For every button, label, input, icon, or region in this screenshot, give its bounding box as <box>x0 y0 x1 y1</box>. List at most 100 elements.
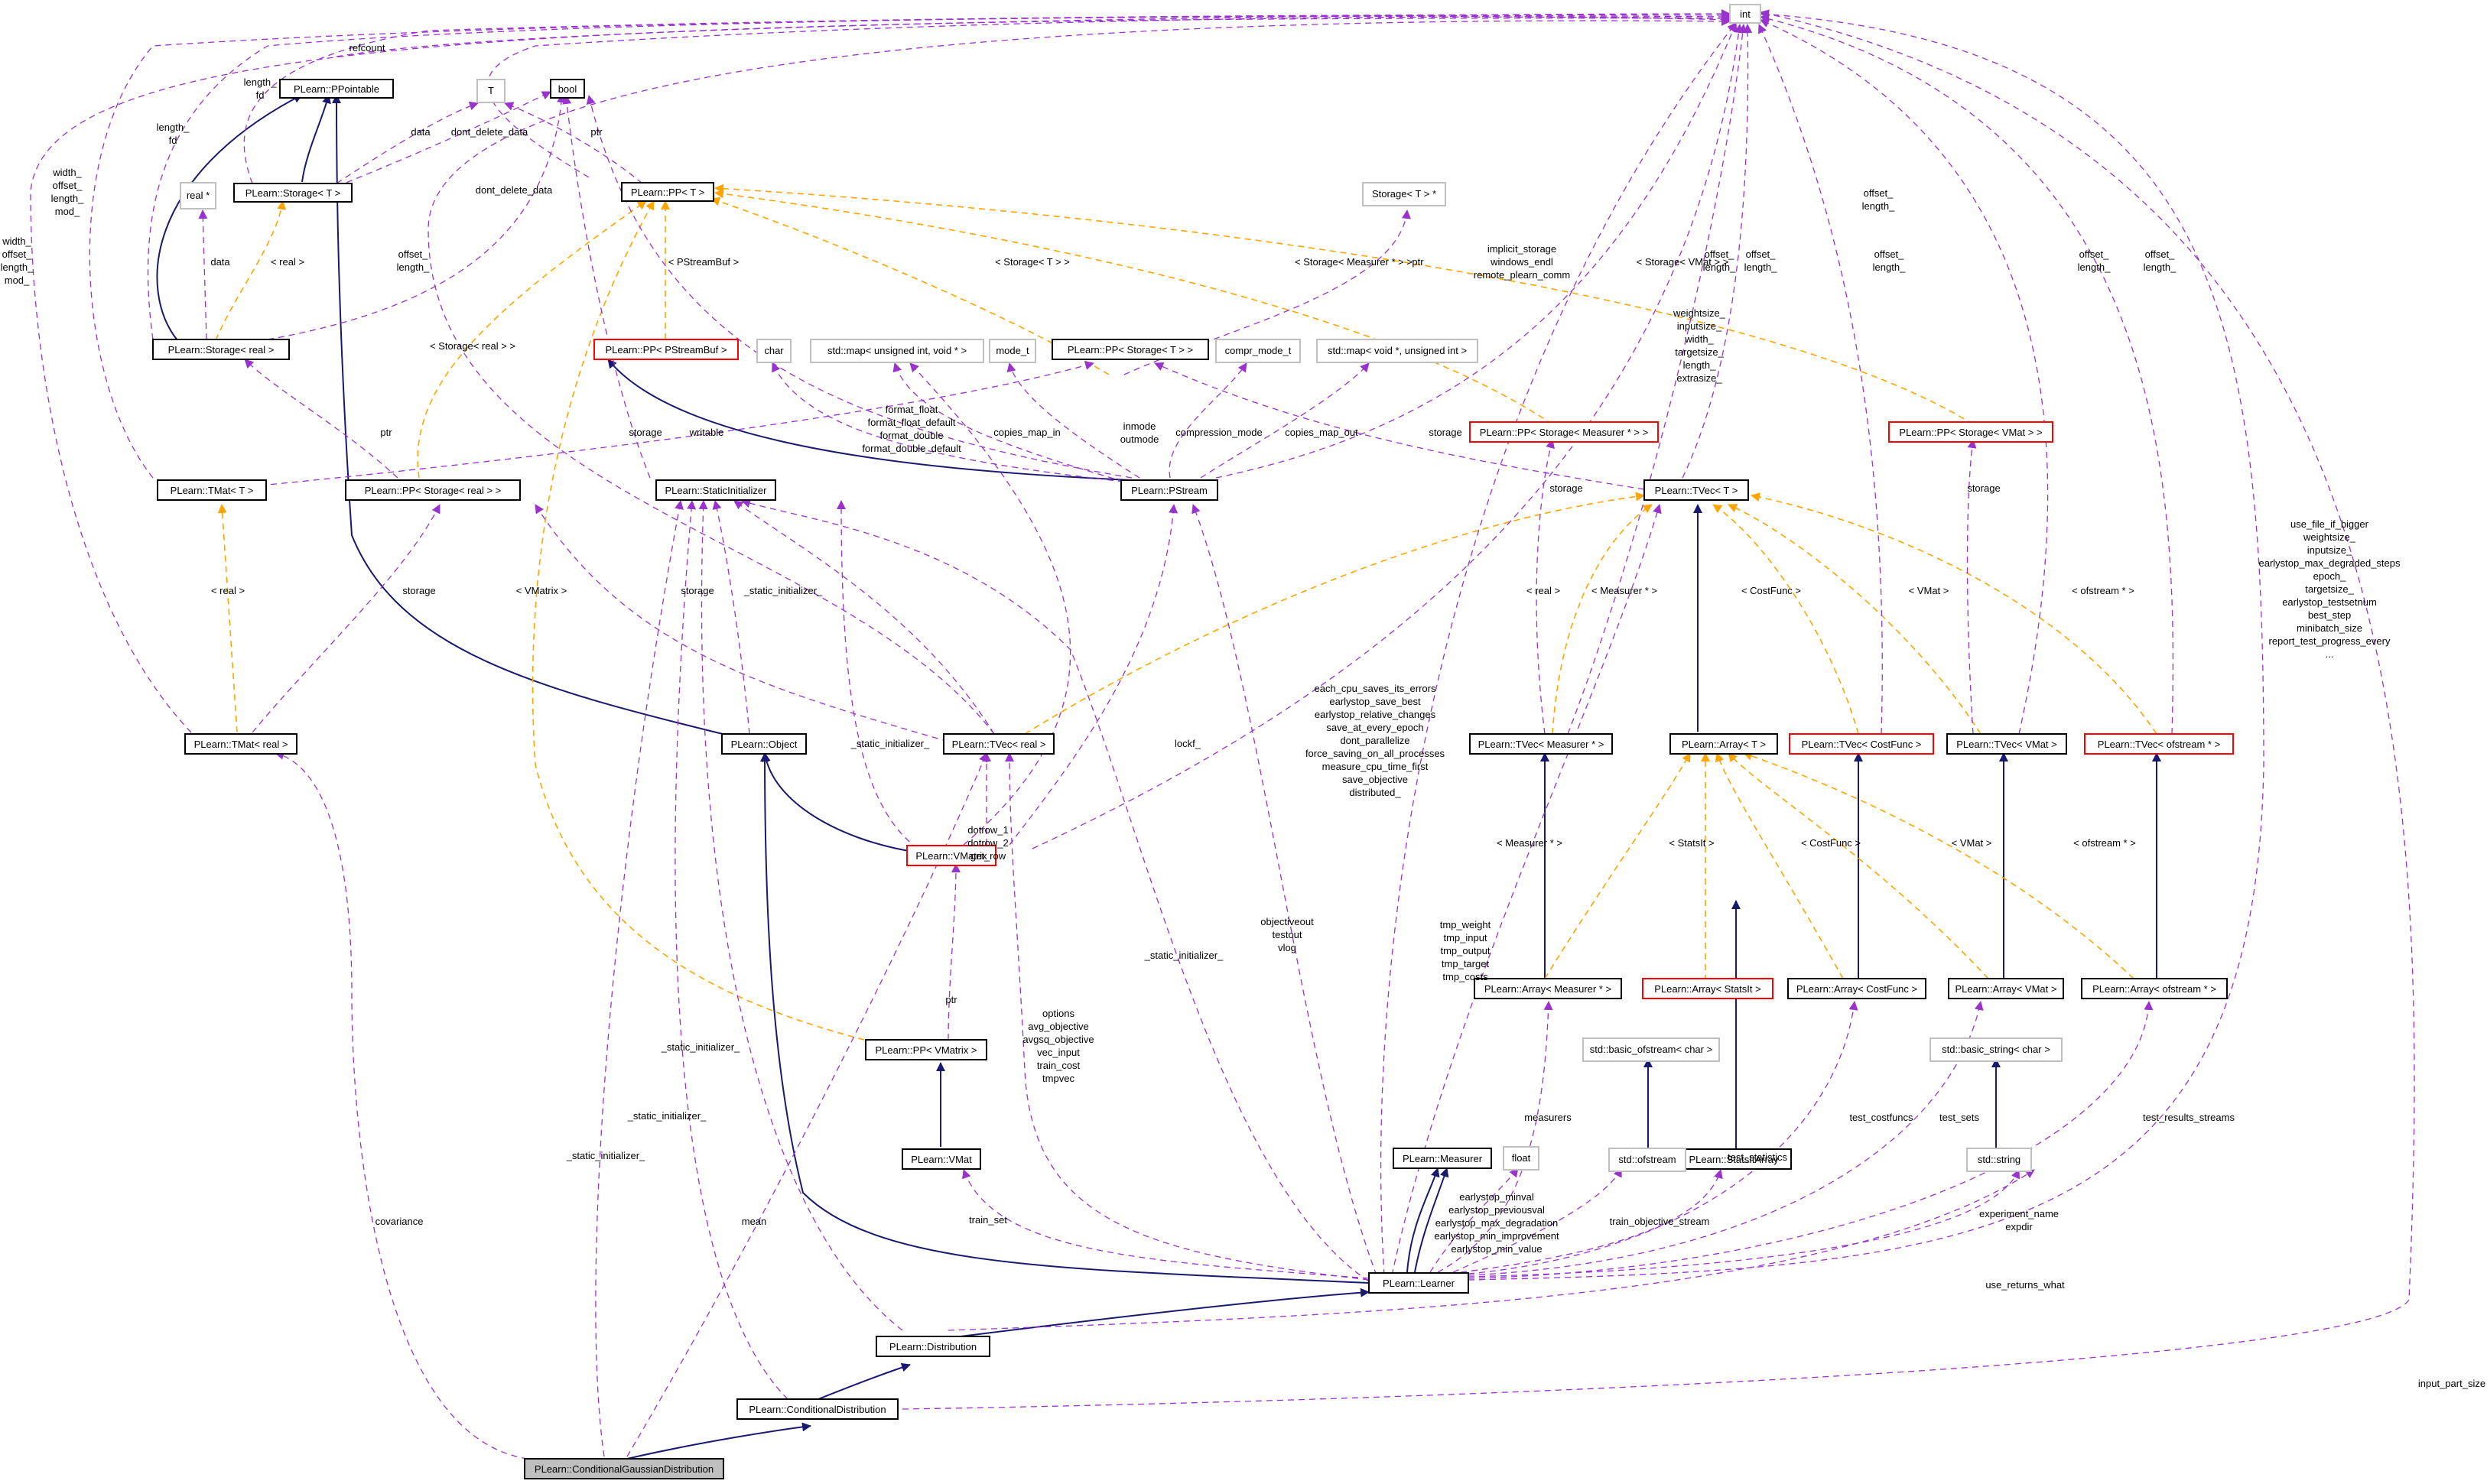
node-arrayCostFunc[interactable]: PLearn::Array< CostFunc > <box>1787 978 1926 999</box>
node-realptr[interactable]: real * <box>180 182 216 209</box>
node-char[interactable]: char <box>756 339 792 363</box>
node-float[interactable]: float <box>1503 1146 1539 1171</box>
node-arrayOfstream[interactable]: PLearn::Array< ofstream * > <box>2081 978 2228 999</box>
node-vmatrix[interactable]: PLearn::VMatrix <box>906 845 996 866</box>
node-distribution[interactable]: PLearn::Distribution <box>876 1336 990 1357</box>
node-storageTptr[interactable]: Storage< T > * <box>1362 182 1446 206</box>
edge-label-dont-delete-2: dont_delete_data <box>476 184 553 196</box>
node-ppT[interactable]: PLearn::PP< T > <box>621 182 714 202</box>
svg-text:PLearn::Distribution: PLearn::Distribution <box>889 1341 977 1352</box>
edge-label-line: < PStreamBuf > <box>668 256 740 268</box>
node-mapUV[interactable]: std::map< unsigned int, void * > <box>810 339 984 363</box>
edge-label-line: _static_initializer_ <box>1144 950 1224 961</box>
node-condDist[interactable]: PLearn::ConditionalDistribution <box>736 1398 899 1420</box>
edge-label-length-fd: length_fd <box>244 76 277 101</box>
edge-label-line: offset_ <box>53 180 83 191</box>
svg-text:PLearn::Array< CostFunc >: PLearn::Array< CostFunc > <box>1796 983 1917 995</box>
edge-label-line: earlystop_save_best <box>1329 696 1421 707</box>
edge-label-line: width_ <box>2 235 31 247</box>
edge-distribution-staticInit <box>698 500 903 1331</box>
node-tvecMeasurer[interactable]: PLearn::TVec< Measurer * > <box>1469 733 1613 755</box>
edge-label-line: minibatch_size <box>2297 622 2362 634</box>
edge-label-line: ptr <box>1412 256 1424 268</box>
edge-label-line: options <box>1042 1008 1074 1019</box>
node-vmat[interactable]: PLearn::VMat <box>902 1148 981 1170</box>
node-object[interactable]: PLearn::Object <box>721 733 807 755</box>
edge-condGauss-staticInit <box>595 500 684 1457</box>
node-ppStorageVMat[interactable]: PLearn::PP< Storage< VMat > > <box>1888 421 2053 443</box>
svg-text:PLearn::PP< Storage< VMat > >: PLearn::PP< Storage< VMat > > <box>1899 427 2042 438</box>
node-ppStorageMeasurer[interactable]: PLearn::PP< Storage< Measurer * > > <box>1469 421 1659 443</box>
edge-label-line: get_row <box>970 850 1006 862</box>
edge-label-line: tmpvec <box>1042 1073 1074 1084</box>
node-arrayVMat[interactable]: PLearn::Array< VMat > <box>1948 978 2064 999</box>
edge-label-line: < ofstream * > <box>2073 837 2136 849</box>
node-arrayStatsIt[interactable]: PLearn::Array< StatsIt > <box>1642 978 1773 999</box>
node-ofstream[interactable]: std::ofstream <box>1608 1148 1686 1172</box>
node-basicString[interactable]: std::basic_string< char > <box>1929 1038 2063 1062</box>
edge-label-line: length_ <box>1683 359 1716 371</box>
edge-label-line: distributed_ <box>1349 787 1401 798</box>
node-tmatT[interactable]: PLearn::TMat< T > <box>157 479 267 501</box>
edge-arrayVMat-arrayT <box>1728 752 1989 979</box>
edge-vmatrix-int <box>1032 24 1744 849</box>
node-condGauss[interactable]: PLearn::ConditionalGaussianDistribution <box>524 1458 724 1479</box>
edge-label-static-init-5: _static_initializer_ <box>627 1110 707 1122</box>
node-ppStorageReal[interactable]: PLearn::PP< Storage< real > > <box>345 479 521 501</box>
node-learner[interactable]: PLearn::Learner <box>1368 1272 1469 1294</box>
node-int[interactable]: int <box>1729 4 1761 24</box>
svg-text:PLearn::TVec< real >: PLearn::TVec< real > <box>952 739 1046 750</box>
node-tmatReal[interactable]: PLearn::TMat< real > <box>184 733 297 755</box>
node-comprmode[interactable]: compr_mode_t <box>1215 339 1301 363</box>
edge-label-line: earlystop_previousval <box>1448 1204 1545 1216</box>
edge-label-line: measure_cpu_time_first <box>1322 761 1429 772</box>
edge-label-line: avg_objective <box>1028 1021 1089 1032</box>
edge-label-line: earlystop_testsetnum <box>2282 596 2377 608</box>
edge-learner-vmat <box>962 1169 1370 1279</box>
edge-label-line: fd <box>169 135 177 146</box>
svg-text:PLearn::PP< PStreamBuf >: PLearn::PP< PStreamBuf > <box>606 344 727 356</box>
edge-storageReal-ppointable <box>156 94 303 341</box>
edge-label-ptr-3: ptr <box>380 427 392 438</box>
node-measurer[interactable]: PLearn::Measurer <box>1393 1148 1492 1169</box>
node-storageReal[interactable]: PLearn::Storage< real > <box>152 339 290 360</box>
node-tvecReal[interactable]: PLearn::TVec< real > <box>943 733 1055 755</box>
node-ppStorageT[interactable]: PLearn::PP< Storage< T > > <box>1052 339 1209 360</box>
edge-storageReal-realptr <box>198 209 208 340</box>
edge-arrayMeasurer-arrayT <box>1544 752 1691 979</box>
svg-text:PLearn::PP< T >: PLearn::PP< T > <box>631 187 704 198</box>
edge-label-line: fd <box>256 89 265 101</box>
edge-distribution-string <box>948 1169 2035 1331</box>
edge-label-line: < Storage< real > > <box>430 340 515 352</box>
node-modet[interactable]: mode_t <box>989 339 1036 363</box>
node-tvecCostFunc[interactable]: PLearn::TVec< CostFunc > <box>1789 733 1934 755</box>
node-arrayMeasurer[interactable]: PLearn::Array< Measurer * > <box>1474 978 1622 999</box>
node-tvecT[interactable]: PLearn::TVec< T > <box>1643 479 1749 501</box>
node-basicOfstream[interactable]: std::basic_ofstream< char > <box>1582 1038 1720 1062</box>
node-ppPStreamBuf[interactable]: PLearn::PP< PStreamBuf > <box>593 339 739 360</box>
edge-label-line: writable <box>689 427 724 438</box>
edge-label-real-tpl-2: < real > <box>211 585 245 596</box>
node-T[interactable]: T <box>476 79 506 103</box>
svg-text:bool: bool <box>558 83 577 95</box>
svg-text:PLearn::Array< ofstream * >: PLearn::Array< ofstream * > <box>2092 983 2216 995</box>
node-ppVMatrix[interactable]: PLearn::PP< VMatrix > <box>865 1039 987 1060</box>
node-pstream[interactable]: PLearn::PStream <box>1120 479 1218 501</box>
node-staticInit[interactable]: PLearn::StaticInitializer <box>655 479 776 501</box>
node-mapVU[interactable]: std::map< void *, unsigned int > <box>1316 339 1478 363</box>
node-ppointable[interactable]: PLearn::PPointable <box>279 79 394 99</box>
edge-label-offset-length-6: offset_length_ <box>1862 187 1895 212</box>
node-arrayT[interactable]: PLearn::Array< T > <box>1669 733 1778 755</box>
node-bool[interactable]: bool <box>550 79 585 99</box>
node-tvecOfstream[interactable]: PLearn::TVec< ofstream * > <box>2084 733 2234 755</box>
node-string[interactable]: std::string <box>1966 1148 2032 1172</box>
edge-label-line: < real > <box>211 585 245 596</box>
edge-condGauss-condDist <box>626 1422 811 1460</box>
edge-label-line: data <box>210 256 230 268</box>
node-storageT[interactable]: PLearn::Storage< T > <box>233 183 353 203</box>
node-statsItArray[interactable]: PLearn::StatsItArray <box>1676 1148 1792 1170</box>
node-tvecVMat[interactable]: PLearn::TVec< VMat > <box>1946 733 2067 755</box>
edge-label-line: storage <box>681 585 714 596</box>
